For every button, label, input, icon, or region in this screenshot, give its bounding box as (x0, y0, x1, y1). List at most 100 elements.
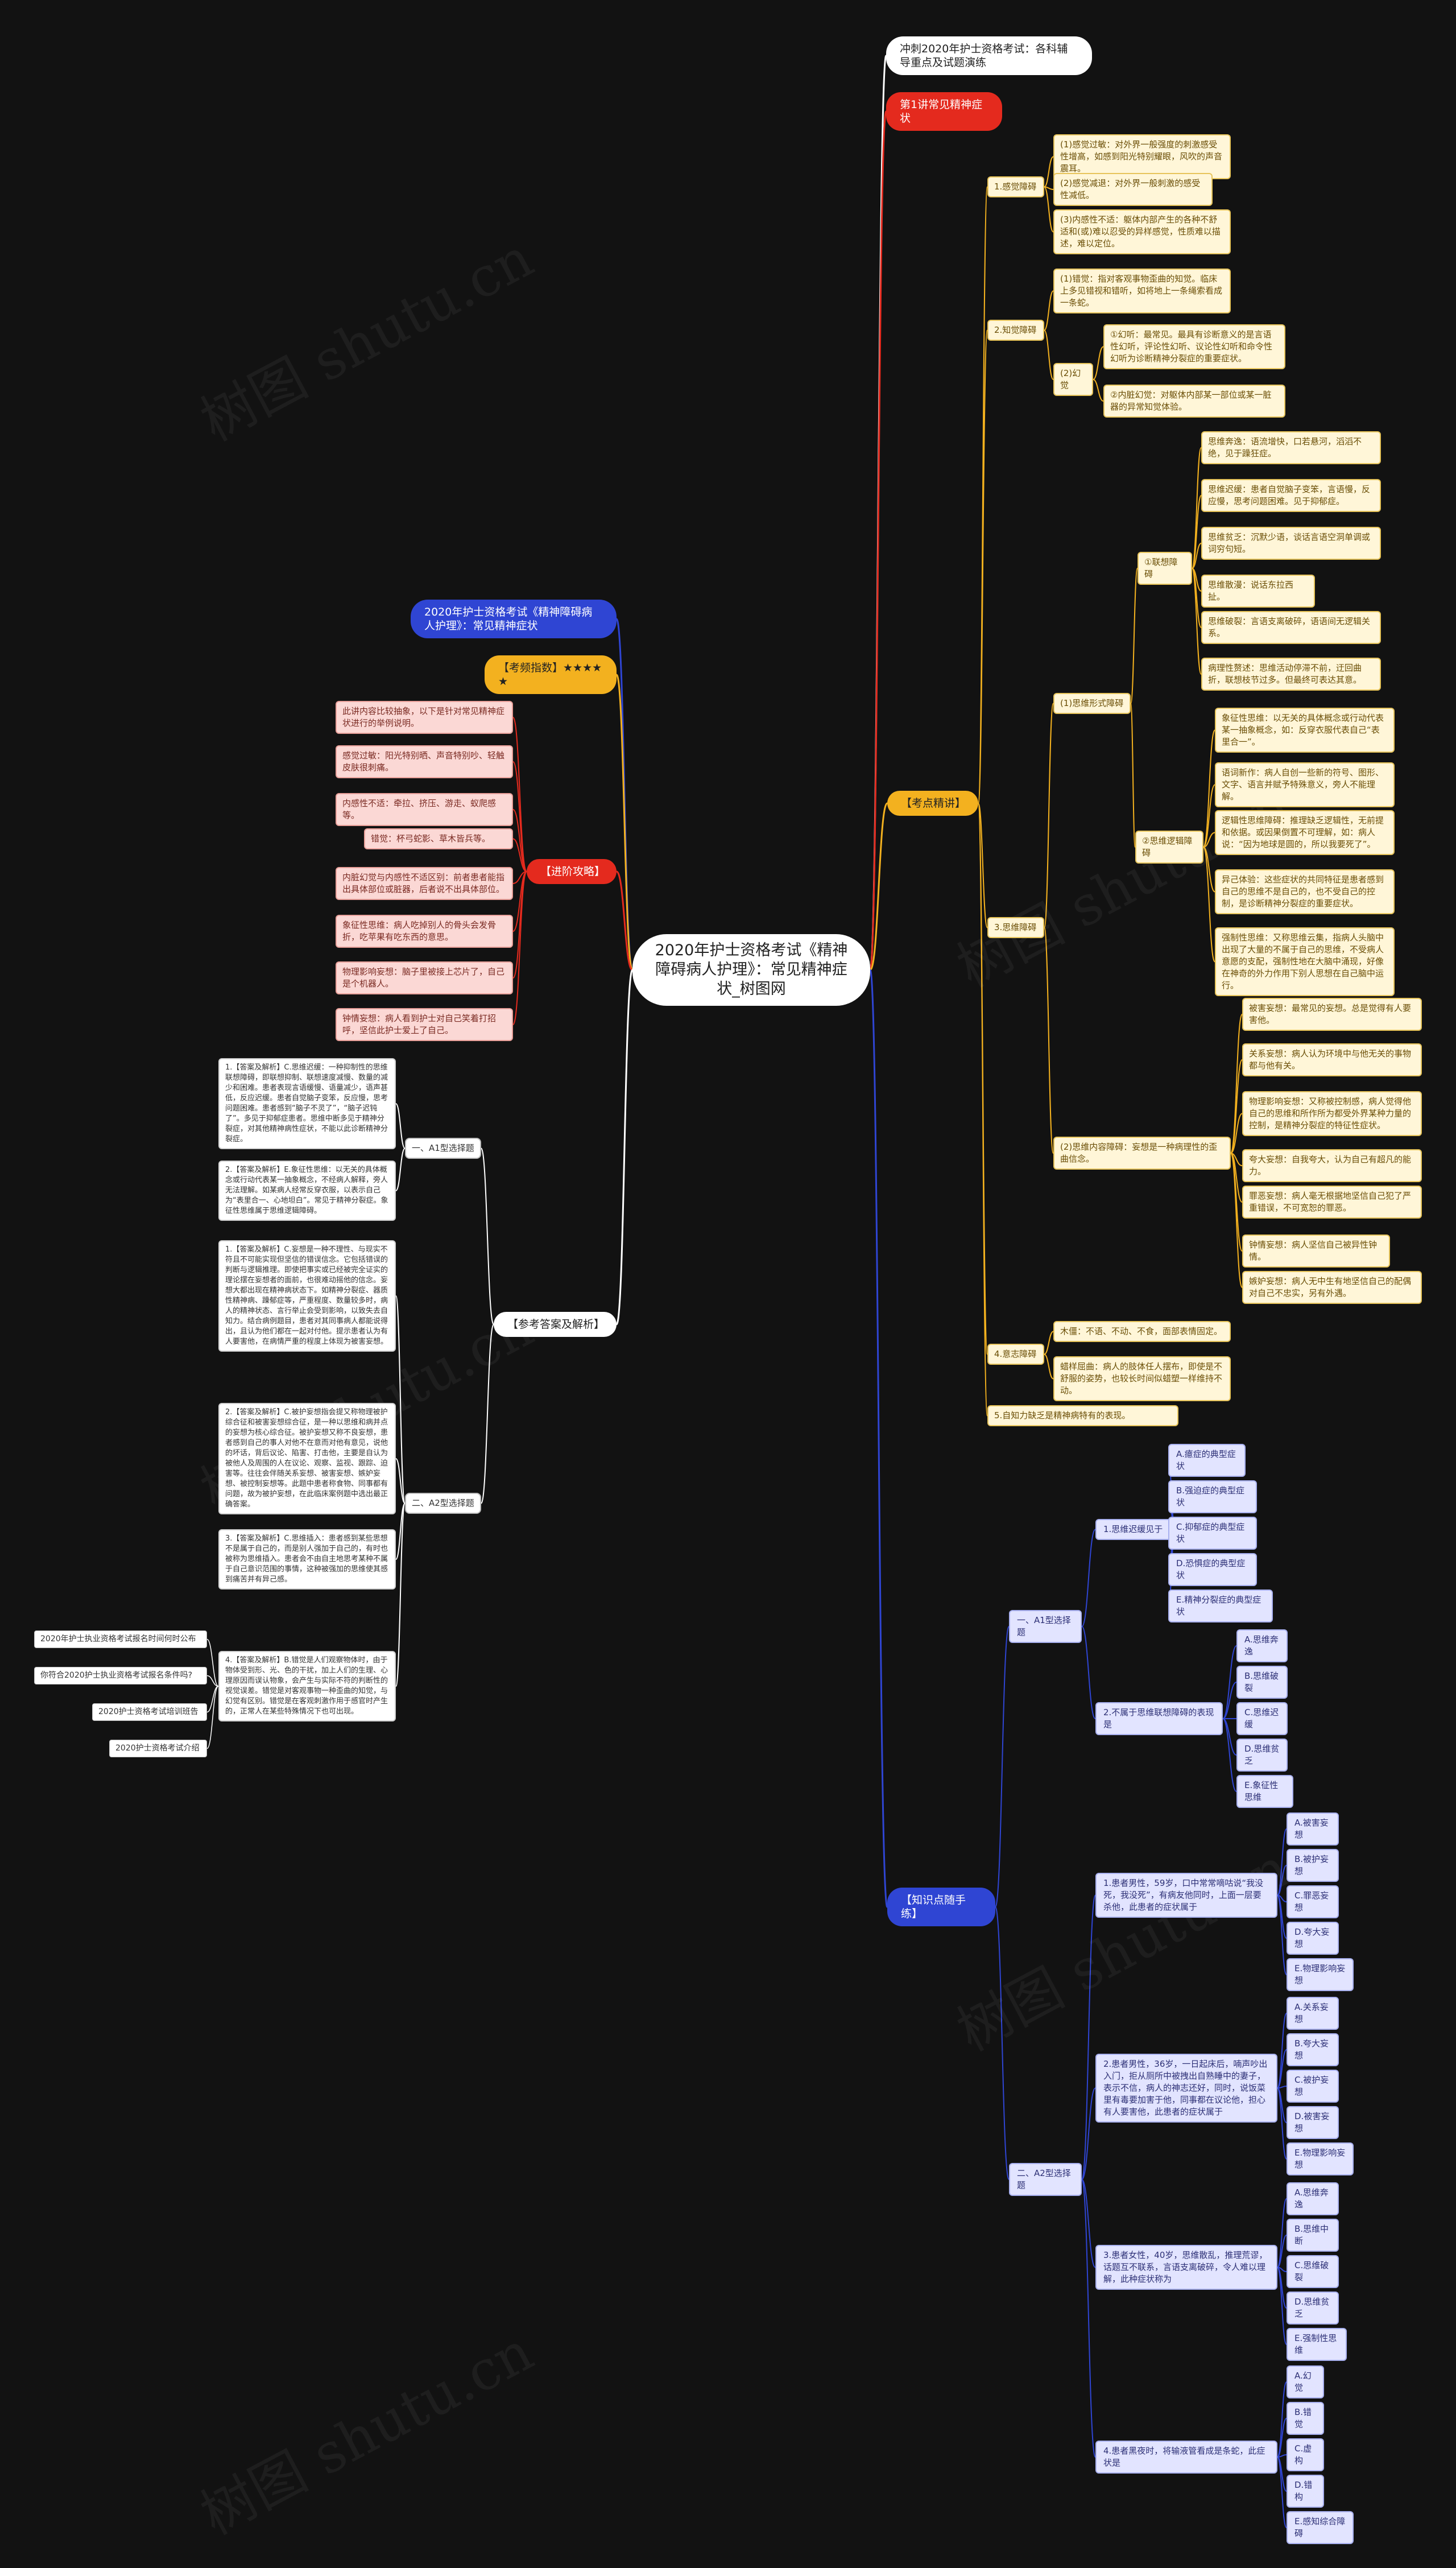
topic-title-box[interactable]: 冲刺2020年护士资格考试：各科辅导重点及试题演练 (886, 36, 1092, 75)
key-item: 逻辑性思维障碍：推理缺乏逻辑性，无前提和依据。或因果倒置不可理解，如：病人说：“… (1215, 810, 1395, 855)
practice-option[interactable]: C.思维破裂 (1287, 2255, 1339, 2288)
connector (869, 110, 887, 971)
topic-lecture[interactable]: 第1讲常见精神症状 (886, 92, 1002, 131)
practice-option[interactable]: C.思维迟缓 (1236, 1702, 1288, 1735)
answer-explanation: 4.【答案及解析】B.错觉是人们观察物体时，由于物体受到形、光、色的干扰，加上人… (218, 1651, 396, 1721)
thinking-disorder[interactable]: 3.思维障碍 (987, 917, 1044, 938)
practice-option[interactable]: B.思维破裂 (1236, 1666, 1288, 1699)
topic-key-points[interactable]: 【考点精讲】 (887, 791, 978, 816)
connector (395, 1502, 406, 1560)
practice-option[interactable]: B.夸大妄想 (1287, 2033, 1339, 2066)
practice-question[interactable]: 2.不属于思维联想障碍的表现是 (1095, 1702, 1223, 1735)
practice-option[interactable]: D.思维贫乏 (1287, 2292, 1339, 2325)
answer-explanation: 2.【答案及解析】C.被护妄想指会提又称物理被护综合征和被害妄想综合征，是一种以… (218, 1403, 396, 1514)
volition-disorder[interactable]: 4.意志障碍 (987, 1344, 1044, 1365)
key-item: (1)感觉过敏：对外界一般强度的刺激感受性增高，如感到阳光特别耀眼，风吹的声音震… (1053, 134, 1231, 179)
practice-option[interactable]: C.罪恶妄想 (1287, 1885, 1339, 1918)
practice-option[interactable]: C.虚构 (1287, 2438, 1324, 2471)
practice-option[interactable]: C.被护妄想 (1287, 2070, 1339, 2103)
practice-question[interactable]: 1.患者男性，59岁，口中常常嘀咕说“我没死，我没死”，有病友他同时，上面一层要… (1095, 1873, 1277, 1918)
practice-option[interactable]: A.幻觉 (1287, 2365, 1324, 2398)
connector (1203, 847, 1215, 963)
logic-disorder[interactable]: ②思维逻辑障碍 (1135, 831, 1203, 864)
connector (1222, 1645, 1237, 1719)
connector (1203, 847, 1215, 893)
practice-option[interactable]: E.感知综合障碍 (1287, 2511, 1354, 2544)
connector (1230, 1153, 1243, 1252)
practice-question[interactable]: 1.思维迟缓见于 (1095, 1519, 1175, 1540)
connector (1192, 495, 1202, 569)
root-topic[interactable]: 2020年护士资格考试《精神障碍病人护理》：常见精神症状_树图网 (632, 934, 870, 1006)
key-item: 思维散漫：说话东拉西扯。 (1201, 575, 1315, 608)
topic-advanced[interactable]: 【进阶攻略】 (527, 859, 617, 884)
key-item: 思维奔逸：语流增快，口若悬河，滔滔不绝，见于躁狂症。 (1201, 431, 1381, 464)
connector (395, 1458, 406, 1504)
topic-frequency-index[interactable]: 【考频指数】★★★★★ (485, 655, 617, 694)
connector (978, 803, 988, 928)
practice-option[interactable]: D.思维贫乏 (1236, 1739, 1288, 1772)
practice-a1-header[interactable]: 一、A1型选择题 (1009, 1610, 1082, 1643)
advanced-note: 内脏幻觉与内感性不适区别：前者患者能指出具体部位或脏器，后者说不出具体部位。 (336, 867, 513, 900)
practice-option[interactable]: E.物理影响妄想 (1287, 2142, 1354, 2175)
answers-a1-header[interactable]: 一、A1型选择题 (405, 1138, 481, 1159)
answers-a2-header[interactable]: 二、A2型选择题 (405, 1493, 481, 1514)
thinking-content-disorder[interactable]: (2)思维内容障碍：妄想是一种病理性的歪曲信念。 (1053, 1137, 1231, 1170)
related-link[interactable]: 2020护士资格考试培训班告 (92, 1703, 207, 1721)
practice-option[interactable]: B.被护妄想 (1287, 1849, 1339, 1882)
practice-option[interactable]: A.思维奔逸 (1236, 1629, 1288, 1662)
practice-question[interactable]: 4.患者黑夜时，将输液管看成是条蛇，此症状是 (1095, 2441, 1277, 2474)
practice-option[interactable]: A.思维奔逸 (1287, 2182, 1339, 2215)
practice-question[interactable]: 2.患者男性，36岁，一日起床后，喃声吵出入门，拒从厕所中被拽出自熟睡中的妻子，… (1095, 2054, 1277, 2123)
practice-option[interactable]: B.错觉 (1287, 2402, 1324, 2435)
key-item: 语词新作：病人自创一些新的符号、图形、文字、语言并赋予特殊意义，旁人不能理解。 (1215, 762, 1395, 807)
practice-option[interactable]: E.象征性思维 (1236, 1775, 1293, 1808)
practice-a2-header[interactable]: 二、A2型选择题 (1009, 2163, 1082, 2196)
practice-option[interactable]: D.被害妄想 (1287, 2106, 1339, 2139)
practice-option[interactable]: D.夸大妄想 (1287, 1922, 1339, 1955)
related-link[interactable]: 你符合2020护士执业资格考试报名条件吗? (34, 1667, 207, 1685)
perceptual-disorder[interactable]: 2.知觉障碍 (987, 320, 1044, 341)
advanced-note: 钟情妄想：病人看到护士对自己笑着打招呼，坚信此护士爱上了自己。 (336, 1008, 513, 1041)
practice-option[interactable]: E.精神分裂症的典型症状 (1168, 1589, 1273, 1622)
thinking-form-disorder[interactable]: (1)思维形式障碍 (1053, 693, 1131, 714)
insight-deficit[interactable]: 5.自知力缺乏是精神病特有的表现。 (987, 1405, 1178, 1426)
connector (1093, 346, 1104, 380)
practice-option[interactable]: D.错构 (1287, 2475, 1324, 2508)
key-item: 蜡样屈曲：病人的肢体任人摆布，即使是不舒服的姿势，也较长时间似蜡塑一样维持不动。 (1053, 1356, 1231, 1401)
practice-question[interactable]: 3.患者女性，40岁，思维散乱，推理荒谬，话题互不联系，言语支离破碎，令人难以理… (1095, 2245, 1277, 2290)
connector (512, 717, 527, 872)
connector (1203, 784, 1215, 848)
practice-option[interactable]: D.恐惧症的典型症状 (1168, 1553, 1257, 1586)
practice-option[interactable]: B.思维中断 (1287, 2219, 1339, 2252)
topic-course[interactable]: 2020年护士资格考试《精神障碍病人护理》：常见精神症状 (411, 600, 617, 638)
practice-option[interactable]: A.癔症的典型症状 (1168, 1444, 1246, 1477)
related-link[interactable]: 2020年护士执业资格考试报名时间何时公布 (34, 1630, 207, 1648)
connector (1044, 703, 1054, 928)
answer-explanation: 3.【答案及解析】C.思维插入：患者感到某些思想不是属于自己的，而是别人强加于自… (218, 1529, 396, 1589)
connector (978, 803, 988, 1417)
advanced-note: 感觉过敏：阳光特别晒、声音特别吵、轻触皮肤很刺痛。 (336, 745, 513, 778)
practice-option[interactable]: E.物理影响妄想 (1287, 1958, 1354, 1991)
association-disorder[interactable]: ①联想障碍 (1138, 552, 1192, 585)
connector (395, 1295, 406, 1504)
hallucination[interactable]: (2)幻觉 (1053, 363, 1093, 396)
practice-option[interactable]: C.抑郁症的典型症状 (1168, 1517, 1257, 1550)
key-item: (1)错觉：指对客观事物歪曲的知觉。临床上多见错视和错听，如将地上一条绳索看成一… (1053, 269, 1231, 313)
practice-option[interactable]: A.关系妄想 (1287, 1997, 1339, 2030)
connector (1044, 290, 1054, 331)
key-item: ②内脏幻觉：对躯体内部某一部位或某一脏器的异常知觉体验。 (1103, 385, 1285, 418)
key-item: 物理影响妄想：又称被控制感，病人觉得他自己的思维和所作所为都受外界某种力量的控制… (1242, 1091, 1422, 1136)
connector (1093, 379, 1104, 402)
key-item: 思维贫乏：沉默少语，谈话言语空洞单调或词穷句短。 (1201, 527, 1381, 560)
practice-option[interactable]: B.强迫症的典型症状 (1168, 1480, 1257, 1513)
topic-practice[interactable]: 【知识点随手练】 (887, 1888, 995, 1926)
connector (1044, 186, 1054, 233)
practice-option[interactable]: E.强制性思维 (1287, 2328, 1347, 2361)
topic-answers[interactable]: 【参考答案及解析】 (494, 1312, 617, 1337)
connector (481, 1324, 494, 1504)
related-link[interactable]: 2020护士资格考试介绍 (109, 1740, 207, 1757)
key-item: 思维破裂：言语支离破碎，语语间无逻辑关系。 (1201, 611, 1381, 644)
key-item: 关系妄想：病人认为环境中与他无关的事物都与他有关。 (1242, 1043, 1422, 1076)
practice-option[interactable]: A.被害妄想 (1287, 1813, 1339, 1846)
perception-disorder[interactable]: 1.感觉障碍 (987, 176, 1044, 197)
